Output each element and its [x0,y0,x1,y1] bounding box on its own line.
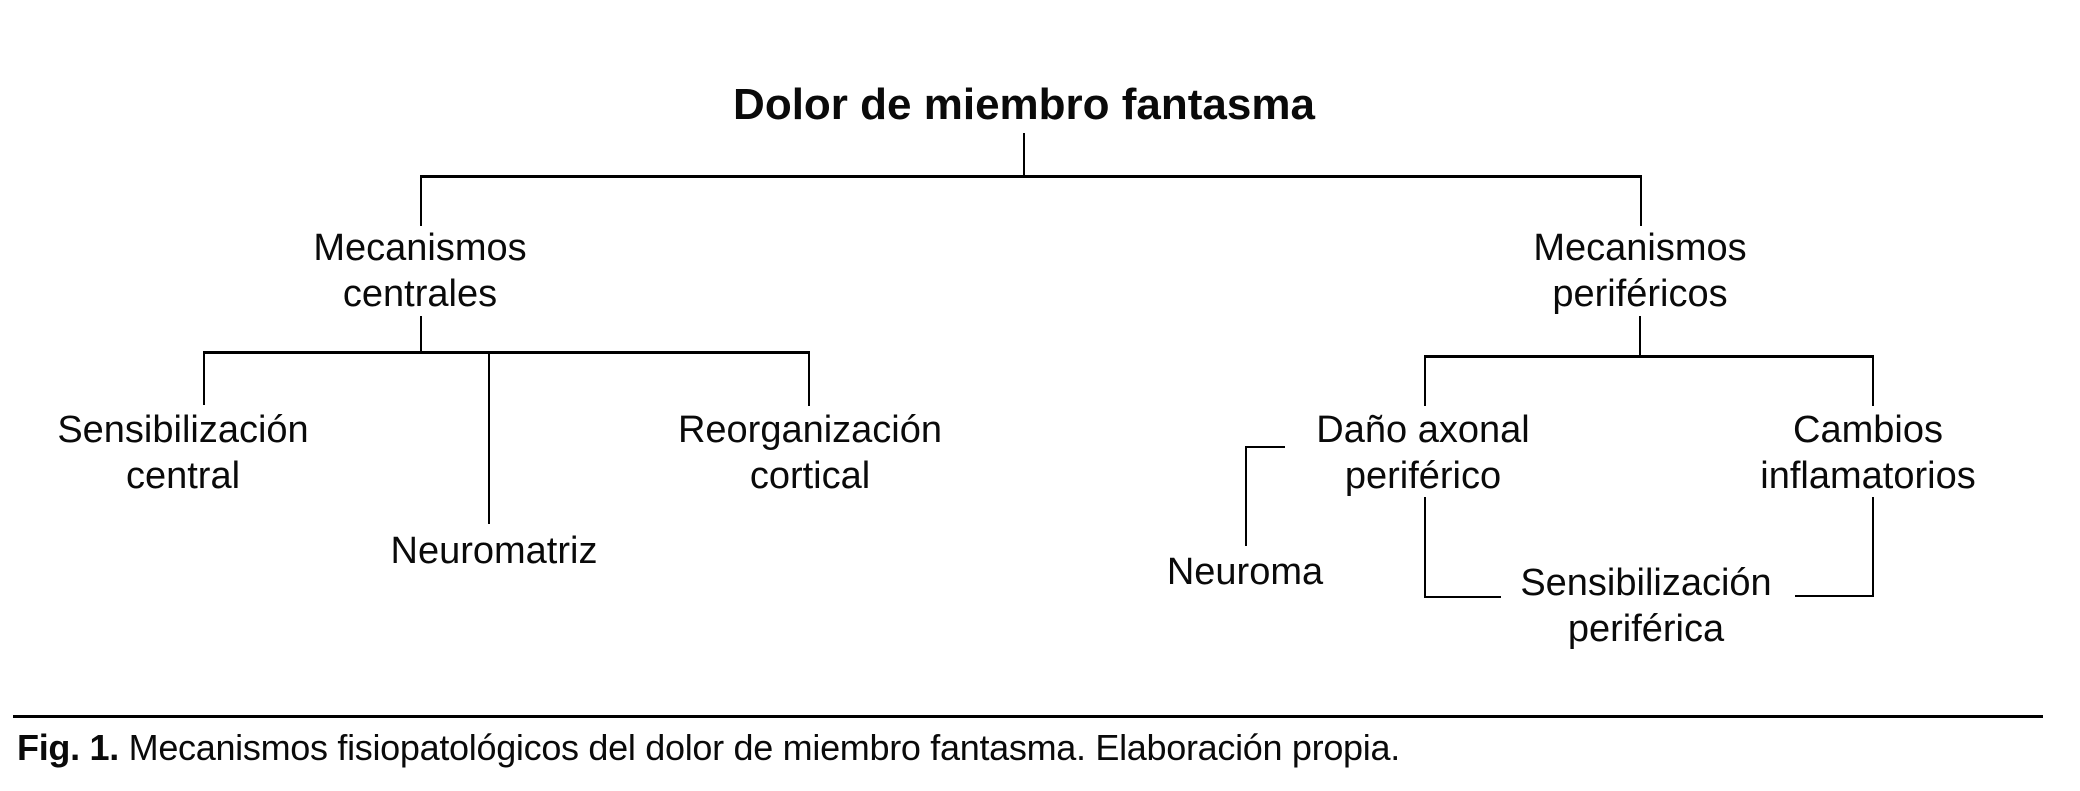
node-mecanismos-perifericos: Mecanismos periféricos [1533,227,1747,315]
connector-dano-elbow-vertical [1424,497,1426,598]
figure-caption: Fig. 1. Mecanismos fisiopatológicos del … [17,726,1400,770]
connector-cambios-elbow-vertical [1872,497,1874,597]
connector-stub-cambios [1872,355,1874,406]
connector-perifericos-drop [1639,316,1641,357]
connector-centrales-drop [420,316,422,353]
node-mecanismos-centrales: Mecanismos centrales [313,227,527,315]
node-reorganizacion-cortical: Reorganización cortical [677,409,943,497]
connector-cambios-elbow-horizontal [1795,595,1874,597]
caption-divider-rule [13,715,2043,718]
connector-stub-sensibilizacion-central [203,351,205,405]
node-neuroma: Neuroma [1166,551,1324,593]
connector-main-left-drop [420,175,422,226]
node-sensibilizacion-central: Sensibilización central [57,409,309,497]
connector-left-subbranch [204,351,810,354]
connector-dano-elbow-horizontal [1424,596,1501,598]
figure-caption-label: Fig. 1. [17,727,119,768]
connector-right-subbranch [1424,355,1874,358]
node-neuromatriz: Neuromatriz [390,530,598,572]
node-cambios-inflamatorios: Cambios inflamatorios [1760,409,1976,497]
connector-neuroma-elbow-vertical [1245,446,1247,546]
connector-neuroma-elbow-horizontal [1245,446,1285,448]
connector-neuromatriz-drop [488,351,490,524]
connector-main-right-drop [1640,175,1642,226]
connector-main-branch [420,175,1642,178]
connector-title-drop [1023,133,1025,177]
node-root-title: Dolor de miembro fantasma [733,80,1315,129]
figure-caption-text: Mecanismos fisiopatológicos del dolor de… [128,727,1401,768]
connector-stub-dano-axonal [1424,355,1426,406]
node-dano-axonal-periferico: Daño axonal periférico [1316,409,1530,497]
connector-stub-reorganizacion [808,351,810,406]
node-sensibilizacion-periferica: Sensibilización periférica [1520,562,1772,650]
